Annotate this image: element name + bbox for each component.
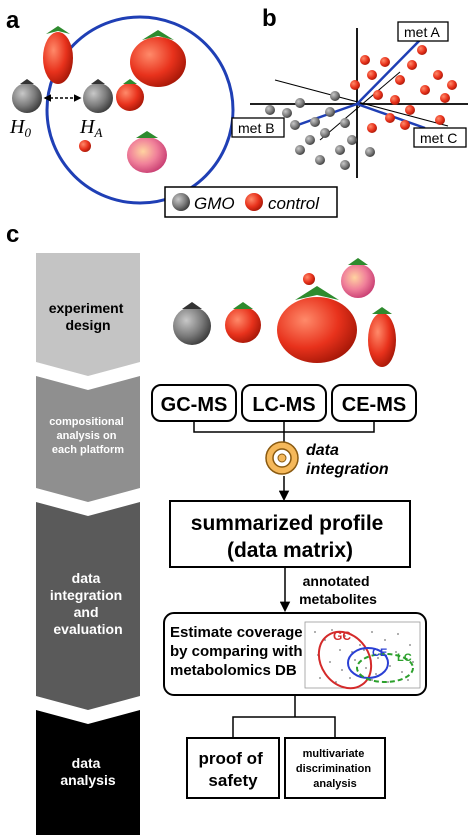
venn-gc-label: GC [333, 629, 351, 643]
big-tomato-icon [277, 286, 357, 363]
gmo-tomato-ha-icon [83, 79, 113, 113]
ha-label: HA [79, 116, 102, 140]
large-tomato-icon [130, 30, 186, 87]
venn-gc-ellipse [317, 630, 373, 690]
met-b-label: met B [238, 120, 275, 136]
small-tomato-icon [79, 140, 91, 152]
stage-2-label: compositional analysis on each platform [49, 416, 127, 456]
proof-of-safety-label: proof of safety [199, 749, 268, 790]
met-c-box [413, 127, 467, 148]
gray-tomato-icon [173, 302, 211, 345]
venn-lc-label: LC [397, 652, 412, 664]
legend-gmo-icon [172, 193, 190, 211]
legend-control-label: control [268, 194, 320, 213]
pink-tomato-c-icon [341, 258, 375, 298]
summarized-profile-label: summarized profile (data matrix) [191, 512, 389, 562]
data-integration-icon [265, 441, 299, 475]
platform-ce-ms-label: CE-MS [342, 394, 406, 416]
cherry-tomato-icon [303, 273, 315, 285]
multivariate-box [284, 737, 386, 799]
proof-of-safety-box [186, 737, 280, 799]
stage-experiment-design [36, 253, 140, 376]
met-c-label: met C [420, 130, 457, 146]
met-a-label: met A [404, 24, 440, 40]
red-scores [350, 45, 457, 133]
met-a-box [397, 21, 449, 42]
venn-ce-label: CE [372, 647, 387, 659]
legend-gmo-label: GMO [194, 194, 235, 213]
population-circle [45, 15, 235, 205]
loading-vector-met-a [356, 39, 421, 105]
summarized-profile-box [169, 500, 411, 568]
coverage-label: Estimate coverage by comparing with meta… [170, 624, 307, 679]
data-integration-label: data integration [306, 442, 389, 478]
red-tomato-icon [225, 302, 261, 343]
legend-control-icon [245, 193, 263, 211]
h0-label: H0 [9, 116, 31, 140]
stage-compositional-analysis [36, 376, 140, 502]
loading-vector-met-b [291, 102, 358, 129]
output-bracket [232, 695, 336, 738]
met-b-box [231, 117, 285, 138]
venn-lc-ellipse [356, 653, 414, 683]
gmo-tomato-h0-icon [12, 79, 42, 113]
stage-data-integration [36, 502, 140, 710]
stage-3-label: data integration and evaluation [50, 570, 126, 637]
plum-tomato-icon [368, 307, 396, 367]
elongated-tomato-icon [43, 26, 73, 84]
panel-label-b: b [262, 5, 277, 32]
pink-tomato-icon [127, 131, 167, 173]
coverage-venn: GC CE LC [304, 621, 421, 690]
panel-label-c: c [6, 221, 19, 248]
stage-4-label: data analysis [60, 755, 115, 788]
annotated-metabolites-label: annotated metabolites [299, 573, 377, 607]
pca-plot [250, 28, 468, 178]
panel-label-a: a [6, 7, 20, 34]
venn-ce-ellipse [347, 647, 389, 679]
multivariate-label: multivariate discrimination analysis [296, 748, 374, 790]
control-tomato-icon [116, 79, 144, 111]
platform-gc-ms-label: GC-MS [161, 394, 228, 416]
stage-data-analysis [36, 710, 140, 835]
stage-1-label: experiment design [49, 300, 128, 333]
platform-lc-ms-label: LC-MS [252, 394, 315, 416]
